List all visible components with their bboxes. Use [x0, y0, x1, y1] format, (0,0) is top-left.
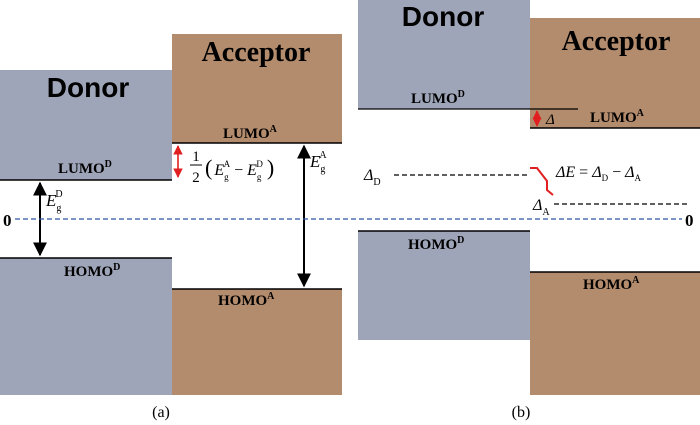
caption-b: (b) [512, 404, 531, 421]
delta-e-bracket [530, 167, 554, 196]
acceptor-homo-block-b [530, 272, 700, 395]
small-offset-label: Δ [545, 112, 555, 128]
delta-d-label: ΔD [363, 167, 381, 188]
homo-a-label-b: HOMOA [583, 275, 640, 293]
donor-label-b: Donor [402, 1, 485, 32]
zero-label-b: 0 [685, 211, 694, 230]
donor-label-a: Donor [47, 72, 130, 103]
donor-homo-block-b [358, 231, 530, 340]
delta-e-equation: ΔE=ΔD−ΔA [555, 164, 642, 183]
lumo-d-label-a: LUMOD [58, 159, 112, 177]
lumo-d-label-b: LUMOD [411, 89, 465, 107]
half-gap-expression: (EgA−EgD) [205, 155, 274, 182]
donor-lumo-block-a [0, 70, 172, 180]
acceptor-label-a: Acceptor [202, 37, 311, 68]
eg-a-label: EgA [309, 150, 327, 175]
acceptor-label-b: Acceptor [562, 26, 671, 57]
eg-d-label: EgD [45, 189, 63, 214]
panel-b: Donor Acceptor LUMOD LUMOA HOMOD HOMOA Δ… [358, 0, 700, 421]
donor-homo-block-a [0, 258, 172, 395]
homo-a-label-a: HOMOA [218, 291, 275, 309]
acceptor-lumo-block-b [530, 18, 700, 128]
donor-lumo-block-b [358, 0, 530, 109]
lumo-a-label-a: LUMOA [223, 124, 278, 142]
half-denominator: 2 [192, 170, 200, 186]
homo-d-label-a: HOMOD [64, 262, 120, 280]
zero-label-a: 0 [3, 211, 12, 230]
delta-a-label: ΔA [532, 197, 550, 218]
lumo-a-label-b: LUMOA [590, 108, 645, 126]
half-numerator: 1 [192, 149, 200, 165]
acceptor-lumo-block-a [172, 34, 342, 143]
acceptor-homo-block-a [172, 289, 342, 395]
homo-d-label-b: HOMOD [408, 235, 464, 253]
panel-a: Donor Acceptor LUMOD LUMOA HOMOD HOMOA E… [0, 34, 342, 421]
caption-a: (a) [152, 404, 170, 421]
